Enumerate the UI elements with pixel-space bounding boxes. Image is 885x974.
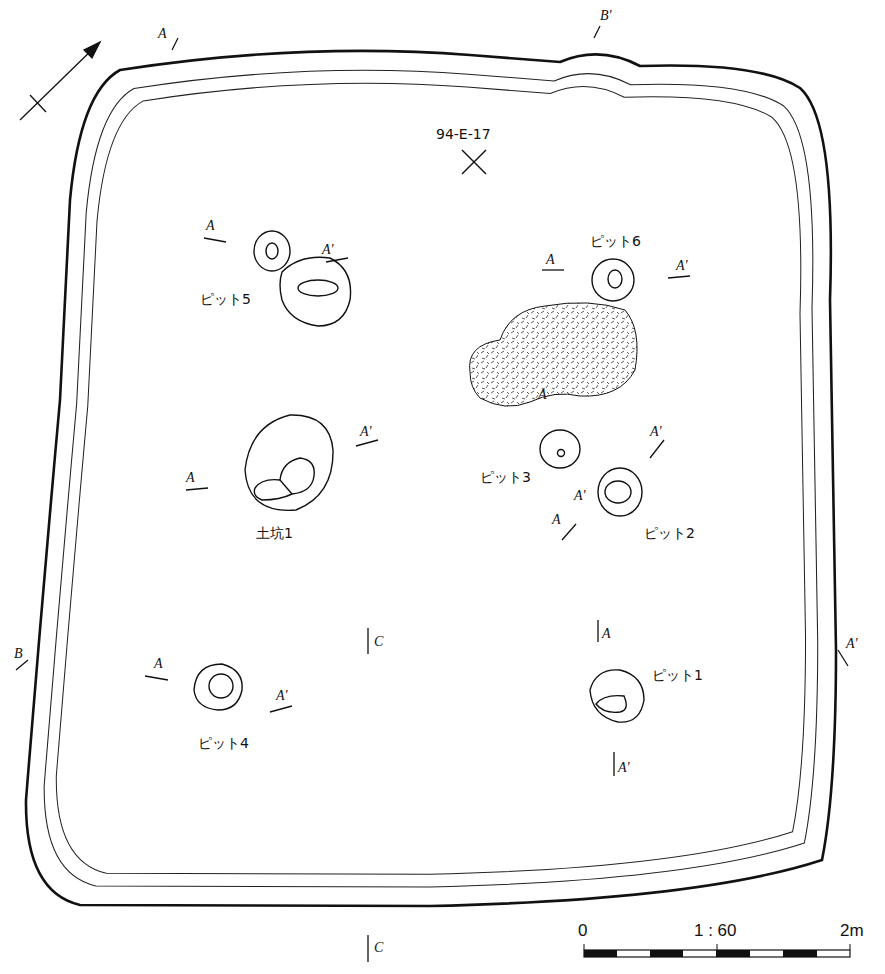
feature-label: 土坑1 xyxy=(256,526,293,541)
section-mark: A' xyxy=(574,488,586,503)
pit-outline xyxy=(26,51,836,906)
section-mark: A xyxy=(546,252,555,267)
section-mark: C xyxy=(374,634,383,649)
feature-label: ピット6 xyxy=(590,234,641,249)
feature-label: ピット4 xyxy=(198,736,249,751)
section-mark: A xyxy=(206,218,215,233)
feature-label: ピット2 xyxy=(644,526,695,541)
scale-text: 2m xyxy=(840,922,864,941)
section-ticks xyxy=(16,26,848,962)
section-mark: A xyxy=(602,626,611,641)
north-arrow xyxy=(20,42,100,120)
pits xyxy=(194,231,644,722)
section-mark: A xyxy=(186,470,195,485)
section-mark: A' xyxy=(846,636,858,651)
section-mark: A' xyxy=(276,688,288,703)
section-mark: C xyxy=(374,940,383,955)
section-mark: A' xyxy=(618,760,630,775)
wall-line xyxy=(44,70,818,887)
section-mark: A xyxy=(158,26,167,41)
feature-label: ピット5 xyxy=(200,292,251,307)
section-mark: A' xyxy=(676,258,688,273)
floor-line xyxy=(56,83,805,874)
section-mark: A xyxy=(552,512,561,527)
section-mark: B xyxy=(14,646,23,661)
section-mark: A' xyxy=(322,242,334,257)
feature-label: ピット3 xyxy=(480,470,531,485)
grid-point xyxy=(462,150,486,174)
scale-text: 0 xyxy=(578,922,587,941)
section-mark: A' xyxy=(650,424,662,439)
burnt-area xyxy=(470,303,637,406)
feature-label: ピット1 xyxy=(652,668,703,683)
scale-text: 1 : 60 xyxy=(694,922,737,941)
section-mark: A' xyxy=(360,424,372,439)
scale-bar xyxy=(584,944,850,957)
section-mark: A xyxy=(538,387,547,402)
grid-label: 94-E-17 xyxy=(436,127,491,142)
section-mark: A xyxy=(154,656,163,671)
section-mark: B' xyxy=(600,8,612,23)
